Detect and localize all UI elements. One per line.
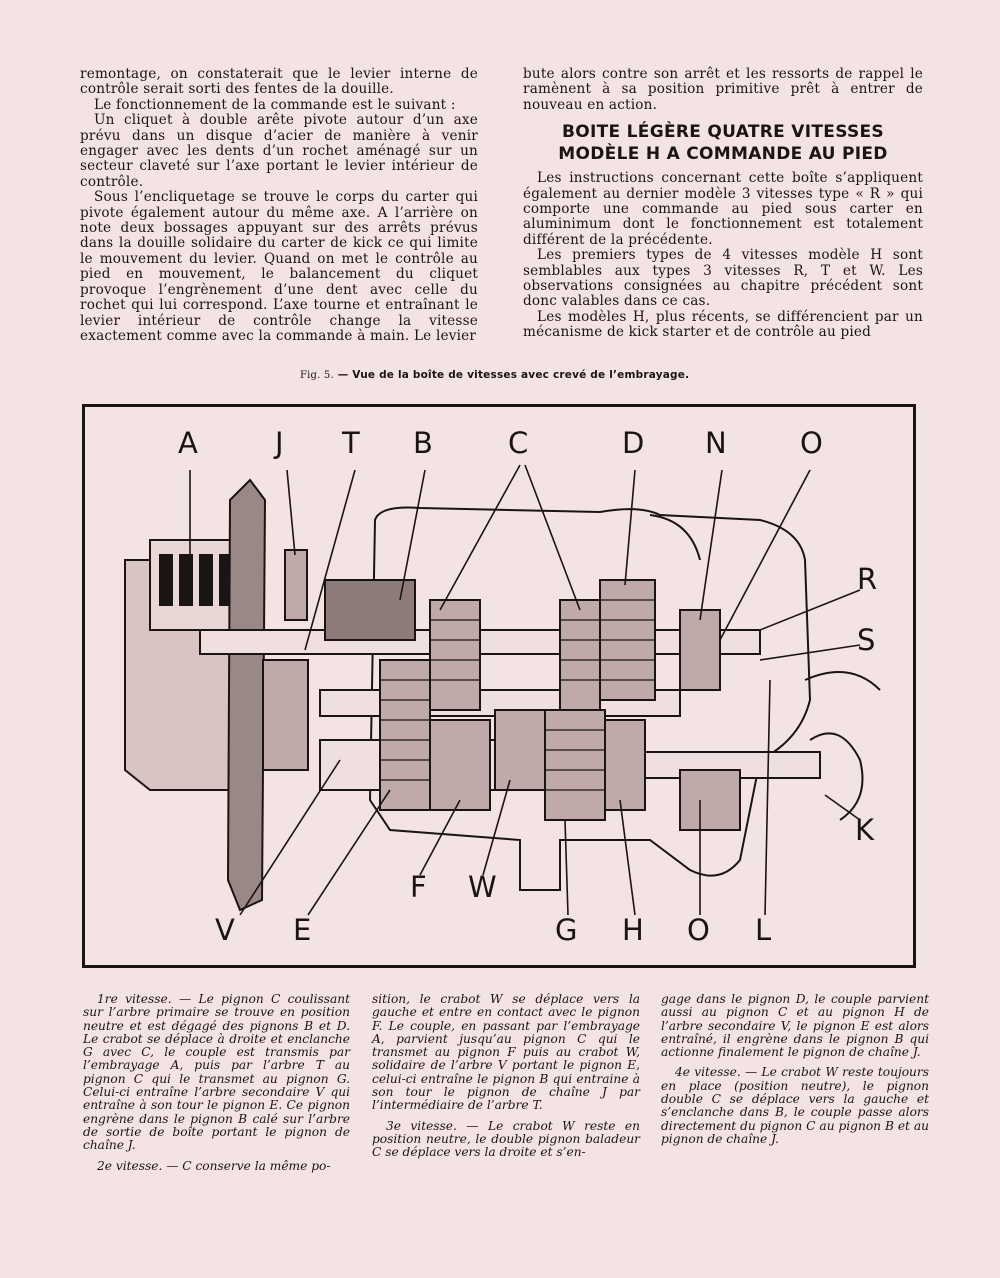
label-O-top: O [800, 426, 823, 460]
label-L: L [755, 913, 772, 947]
paragraph: Un cliquet à double arête pivote autour … [80, 112, 478, 190]
paragraph: Les modèles H, plus récents, se différen… [523, 308, 923, 341]
label-B: B [413, 426, 433, 460]
paragraph: gage dans le pignon D, le couple parvien… [661, 992, 929, 1060]
label-K: K [855, 813, 875, 847]
label-T: T [342, 426, 360, 460]
label-V: V [215, 913, 235, 947]
label-E: E [293, 913, 312, 947]
paragraph: Sous l’encliquetage se trouve le corps d… [80, 189, 478, 344]
paragraph: Les instructions concernant cette boîte … [523, 170, 923, 248]
text-column-bottom-3: gage dans le pignon D, le couple parvien… [661, 992, 929, 1146]
figure-frame [82, 404, 916, 968]
paragraph: 1re vitesse. — Le pignon C coulissant su… [83, 992, 350, 1153]
paragraph: sition, le crabot W se déplace vers la g… [372, 992, 640, 1113]
paragraph: 4e vitesse. — Le crabot W reste toujours… [661, 1065, 929, 1146]
text-column-bottom-2: sition, le crabot W se déplace vers la g… [372, 992, 640, 1160]
label-H: H [622, 913, 644, 947]
label-D: D [622, 426, 645, 460]
label-N: N [705, 426, 727, 460]
label-S: S [857, 623, 876, 657]
paragraph: 2e vitesse. — C conserve la même po- [97, 1158, 331, 1173]
label-A: A [178, 426, 198, 460]
figure-number: Fig. 5. [300, 370, 334, 381]
paragraph: bute alors contre son arrêt et les resso… [523, 66, 923, 113]
label-C: C [508, 426, 529, 460]
text-column-bottom-1: 1re vitesse. — Le pignon C coulissant su… [83, 992, 350, 1173]
caption-text: — Vue de la boîte de vitesses avec crevé… [337, 369, 690, 381]
heading-line: BOITE LÉGÈRE QUATRE VITESSES [562, 122, 884, 143]
label-R: R [857, 562, 878, 596]
label-W: W [468, 870, 497, 904]
label-J: J [275, 426, 284, 460]
paragraph: Le fonctionnement de la commande est le … [94, 96, 456, 113]
text-column-top-left: remontage, on constaterait que le levier… [80, 66, 478, 344]
label-G: G [555, 913, 578, 947]
text-column-top-right: bute alors contre son arrêt et les resso… [523, 66, 923, 341]
paragraph: remontage, on constaterait que le levier… [80, 66, 478, 98]
label-F: F [410, 870, 427, 904]
figure-caption: Fig. 5. — Vue de la boîte de vitesses av… [300, 369, 689, 381]
heading-line: MODÈLE H A COMMANDE AU PIED [558, 144, 888, 165]
section-heading: BOITE LÉGÈRE QUATRE VITESSES MODÈLE H A … [523, 121, 923, 165]
paragraph: 3e vitesse. — Le crabot W reste en posit… [372, 1118, 640, 1160]
paragraph: Les premiers types de 4 vitesses modèle … [523, 247, 923, 310]
label-O-bottom: O [687, 913, 710, 947]
